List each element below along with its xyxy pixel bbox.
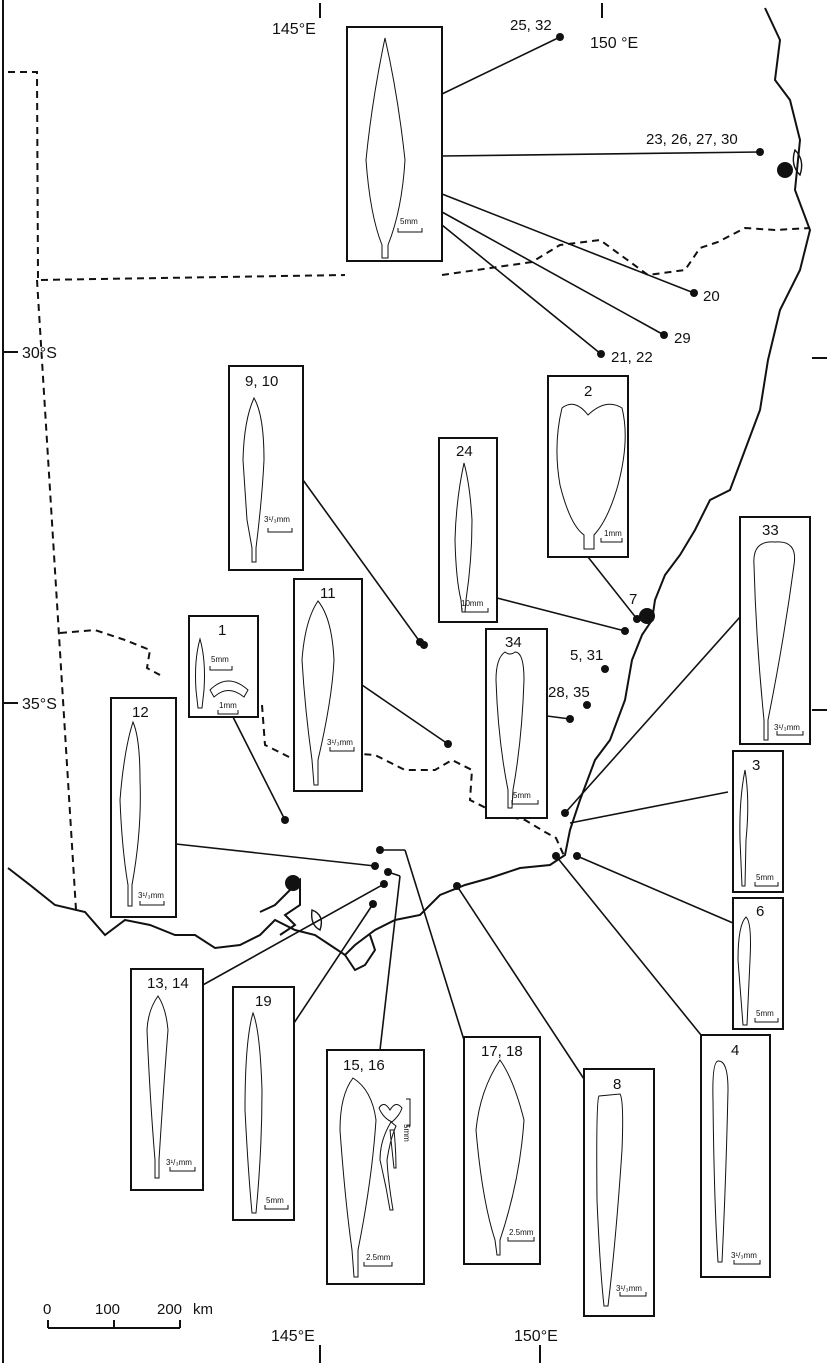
scale-label: 10mm [461, 599, 484, 608]
city-marker [285, 875, 301, 891]
site-dot [420, 641, 428, 649]
specimen-box-9-10: 9, 10 3¹/₃mm [228, 365, 304, 571]
scale-label: 5mm [266, 1196, 284, 1205]
scale-label: 2.5mm [509, 1228, 534, 1237]
specimen-box-6: 6 5mm [732, 897, 784, 1030]
specimen-number: 17, 18 [481, 1043, 523, 1060]
specimen-number: 6 [756, 903, 764, 920]
specimen-number: 12 [132, 704, 149, 721]
specimen-box-4: 4 3¹/₃mm [700, 1034, 771, 1278]
specimen-number: 9, 10 [245, 373, 278, 390]
specimen-box-13-14: 13, 14 3¹/₃mm [130, 968, 204, 1191]
scale-tick-200: 200 [157, 1301, 182, 1318]
peninsula [344, 934, 377, 972]
scale-label: 5mm [513, 791, 531, 800]
scale-label: 5mm [756, 1009, 774, 1018]
scale-label: 3¹/₃mm [138, 891, 164, 900]
site-label: 28, 35 [548, 684, 590, 701]
scale-label: 1mm [604, 529, 622, 538]
scale-label: 5mm [402, 1124, 411, 1142]
specimen-box-northern: 5mm [346, 26, 443, 262]
lat-label-30: 30°S [22, 345, 57, 362]
scale-label: 5mm [756, 873, 774, 882]
scale-label: 2.5mm [366, 1253, 391, 1262]
specimen-number: 33 [762, 522, 779, 539]
specimen-box-11: 11 3¹/₃mm [293, 578, 363, 792]
city-marker [777, 162, 793, 178]
coastline [7, 7, 812, 957]
specimen-number: 2 [584, 383, 592, 400]
leader-lines [175, 36, 761, 1080]
specimen-box-2: 2 1mm [547, 375, 629, 558]
site-label: 21, 22 [611, 349, 653, 366]
specimen-number: 11 [320, 585, 336, 602]
specimen-box-3: 3 5mm [732, 750, 784, 893]
distance-scale-bar: 0 100 200 km [43, 1301, 213, 1329]
scale-label: 5mm [400, 217, 418, 226]
state-boundary-west [36, 279, 77, 911]
specimen-number: 3 [752, 757, 760, 774]
site-label: 29 [674, 330, 691, 347]
specimen-box-15-16: 15, 16 2.5mm 5mm [326, 1049, 425, 1285]
specimen-box-24: 24 10mm [438, 437, 498, 623]
specimen-number: 34 [505, 634, 522, 651]
specimen-number: 24 [456, 443, 473, 460]
specimen-number: 13, 14 [147, 975, 189, 992]
site-dot [583, 701, 591, 709]
specimen-box-34: 34 5mm [485, 628, 548, 819]
specimen-number: 15, 16 [343, 1057, 385, 1074]
specimen-number: 4 [731, 1042, 739, 1059]
state-boundary-north [8, 71, 811, 282]
specimen-box-8: 8 3¹/₃mm [583, 1068, 655, 1317]
specimen-number: 1 [218, 622, 226, 639]
specimen-box-17-18: 17, 18 2.5mm [463, 1036, 541, 1265]
scale-tick-0: 0 [43, 1301, 51, 1318]
site-label: 25, 32 [510, 17, 552, 34]
specimen-box-33: 33 3¹/₃mm [739, 516, 811, 745]
city-marker [639, 608, 655, 624]
lon-label-150-top: 150 °E [590, 35, 638, 52]
site-dot [601, 665, 609, 673]
scale-label: 3¹/₃mm [616, 1284, 642, 1293]
bay-inlet [259, 877, 301, 936]
site-label: 20 [703, 288, 720, 305]
site-label: 5, 31 [570, 647, 603, 664]
site-label: 7 [629, 591, 637, 608]
scale-label: 3¹/₃mm [264, 515, 290, 524]
scale-unit: km [193, 1301, 213, 1318]
lon-label-145-top: 145°E [272, 21, 316, 38]
specimen-box-12: 12 3¹/₃mm [110, 697, 177, 918]
specimen-number: 8 [613, 1076, 621, 1093]
specimen-number: 19 [255, 993, 272, 1010]
specimen-box-1: 1 5mm 1mm [188, 615, 259, 718]
lat-label-35: 35°S [22, 696, 57, 713]
specimen-box-19: 19 5mm [232, 986, 295, 1221]
scale-label: 3¹/₃mm [774, 723, 800, 732]
scale-tick-100: 100 [95, 1301, 120, 1318]
scale-label: 3¹/₃mm [327, 738, 353, 747]
scale-label: 5mm [211, 655, 229, 664]
lon-label-150-bottom: 150°E [514, 1328, 558, 1345]
scale-label: 3¹/₃mm [731, 1251, 757, 1260]
site-label: 23, 26, 27, 30 [646, 131, 738, 148]
small-island [792, 148, 803, 177]
scale-label: 3¹/₃mm [166, 1158, 192, 1167]
small-island [310, 909, 323, 931]
lon-label-145-bottom: 145°E [271, 1328, 315, 1345]
scale-label: 1mm [219, 701, 237, 710]
